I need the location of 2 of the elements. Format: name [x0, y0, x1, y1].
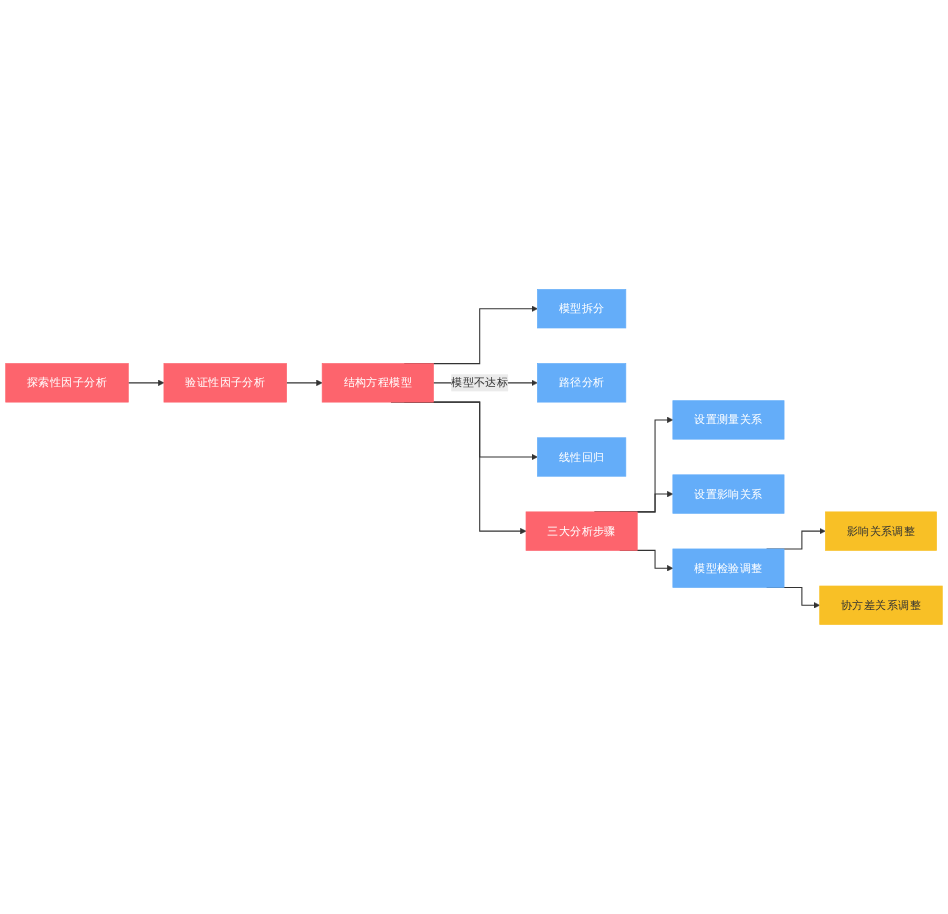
- arrow: [286, 379, 323, 386]
- arrow: [127, 379, 165, 386]
